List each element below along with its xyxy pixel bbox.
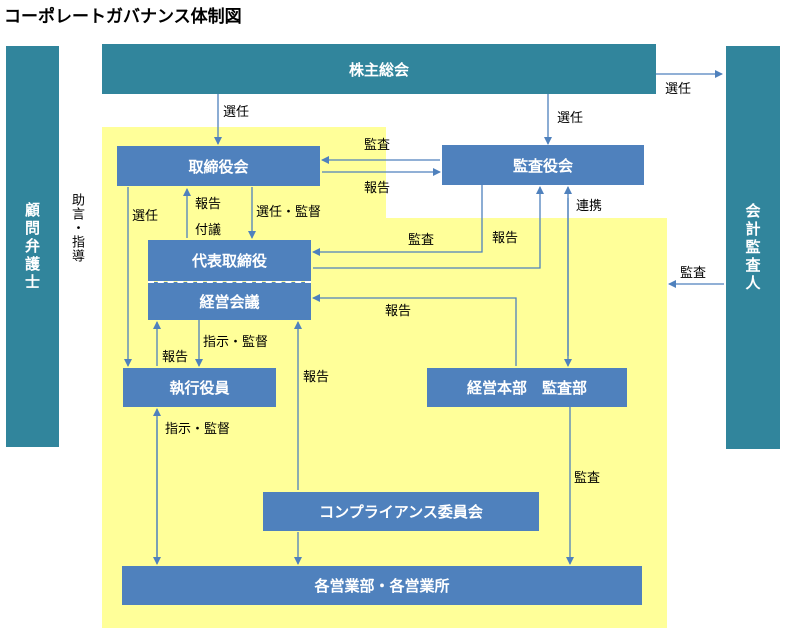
label-cooperation: 連携	[576, 199, 603, 214]
label-advice-guidance: 助言・指導	[69, 193, 84, 263]
label-elect-executives: 選任	[132, 209, 159, 224]
label-elect-audit-board: 選任	[557, 111, 584, 126]
business-units-box: 各営業部・各営業所	[122, 566, 642, 605]
label-instruct-executives: 指示・監督	[203, 335, 269, 350]
label-audit-representative: 監査	[408, 233, 435, 248]
label-report-board: 報告	[195, 197, 222, 212]
label-elect-board: 選任	[223, 105, 250, 120]
label-audit-accountant: 監査	[680, 266, 707, 281]
compliance-committee-box: コンプライアンス委員会	[263, 492, 539, 531]
legal-counsel-box: 顧問弁護士	[6, 46, 59, 447]
label-report-compliance: 報告	[303, 370, 330, 385]
label-report-audit-dept: 報告	[385, 304, 412, 319]
label-audit-business: 監査	[574, 471, 601, 486]
audit-department-box: 経営本部 監査部	[427, 368, 627, 407]
shareholders-meeting-box: 株主総会	[102, 44, 656, 94]
label-report-audit-board: 報告	[364, 181, 391, 196]
representative-divider	[148, 281, 311, 283]
accounting-auditor-box: 会計監査人	[726, 46, 780, 449]
label-instruct-business: 指示・監督	[165, 422, 231, 437]
diagram-title: コーポレートガバナンス体制図	[4, 7, 242, 27]
executive-officers-box: 執行役員	[123, 368, 276, 407]
board-of-directors-box: 取締役会	[117, 146, 320, 186]
representative-director-box: 代表取締役	[148, 240, 311, 281]
label-elect-accountant: 選任	[665, 82, 692, 97]
label-agenda: 付議	[195, 223, 222, 238]
management-meeting-box: 経営会議	[148, 282, 311, 320]
audit-board-box: 監査役会	[442, 145, 644, 185]
label-audit-board: 監査	[364, 138, 391, 153]
label-elect-supervise: 選任・監督	[256, 205, 322, 220]
label-report-executives: 報告	[162, 350, 189, 365]
label-report-representative: 報告	[492, 231, 519, 246]
